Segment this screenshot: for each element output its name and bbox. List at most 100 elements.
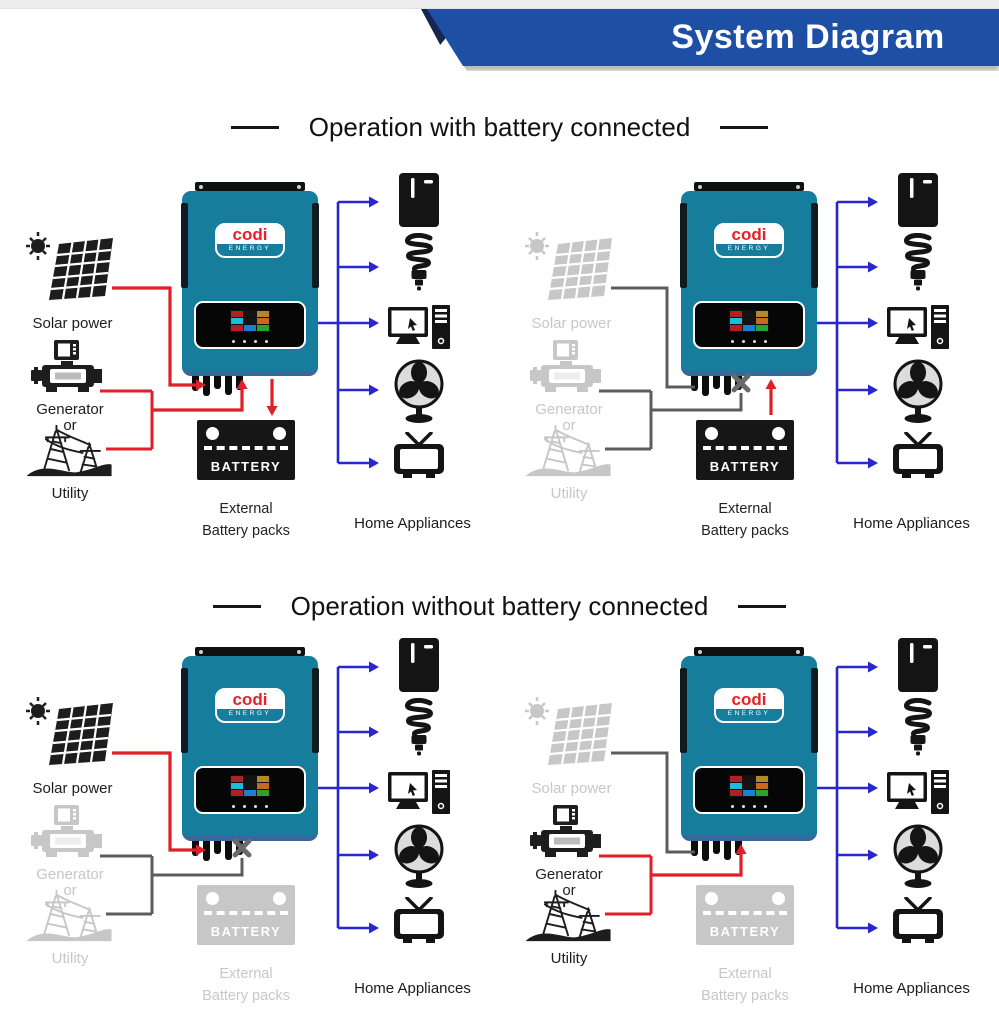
battery-label: BATTERY (709, 459, 781, 474)
lcd-display (194, 301, 306, 349)
lcd-screen (729, 310, 769, 332)
or-label: or (562, 417, 576, 434)
generator-source: Generator or (10, 340, 130, 434)
generator-icon (31, 340, 102, 392)
display-buttons (695, 340, 803, 343)
battery-caption: External Battery packs (675, 963, 815, 1007)
utility-label: Utility (51, 950, 89, 967)
heatsink-fin (312, 668, 319, 753)
battery-icon: BATTERY (696, 885, 794, 945)
battery-caption: External Battery packs (176, 963, 316, 1007)
mounting-bracket (694, 647, 804, 656)
utility-tower-icon (525, 424, 611, 477)
battery-caption-line1: External (718, 501, 772, 517)
generator-icon (31, 805, 102, 857)
battery-caption-line2: Battery packs (701, 988, 789, 1004)
solar-panel-icon (525, 232, 612, 300)
generator-source: Generator or (509, 805, 629, 899)
inverter-body: codi ENERGY (181, 191, 319, 376)
page-top-strip (0, 0, 999, 9)
mounting-bracket (195, 182, 305, 191)
generator-icon (530, 805, 601, 857)
cable-connectors (182, 376, 318, 400)
generator-source: Generator or (509, 340, 629, 434)
battery-caption-line1: External (219, 501, 273, 517)
battery-caption: External Battery packs (176, 498, 316, 542)
home-appliances-label: Home Appliances (354, 980, 471, 997)
diagram-panel-without-battery-solar-power: Solar power (0, 625, 500, 1024)
section-title-without-battery: Operation without battery connected (0, 591, 999, 622)
battery-icon: BATTERY (696, 420, 794, 480)
or-label: or (562, 882, 576, 899)
battery-terminal (273, 427, 286, 440)
home-appliances-column (388, 170, 450, 505)
home-appliances-column (388, 635, 450, 970)
battery-terminal (206, 427, 219, 440)
brand-subname: ENERGY (228, 245, 272, 252)
brand-name: codi (716, 225, 782, 244)
inverter-unit: codi ENERGY (680, 182, 818, 400)
inverter-body: codi ENERGY (181, 656, 319, 841)
generator-source: Generator or (10, 805, 130, 899)
diagram-panel-without-battery-grid-power: Solar power (499, 625, 999, 1024)
refrigerator-icon (898, 173, 938, 227)
brand-logo: codi ENERGY (215, 223, 285, 258)
battery-terminal (273, 892, 286, 905)
inverter-body: codi ENERGY (680, 191, 818, 376)
cfl-bulb-icon (904, 233, 932, 291)
heatsink-fin (811, 203, 818, 288)
battery-dashes (204, 911, 288, 915)
mounting-bracket (195, 647, 305, 656)
solar-power-source: Solar power (10, 695, 135, 797)
battery-label: BATTERY (210, 459, 282, 474)
battery-caption-line1: External (219, 966, 273, 982)
title-dash (738, 605, 787, 608)
home-appliances-label: Home Appliances (853, 515, 970, 532)
heatsink-fin (811, 668, 818, 753)
battery-label: BATTERY (210, 924, 282, 939)
battery-terminal (705, 892, 718, 905)
solar-power-label: Solar power (531, 315, 612, 332)
generator-label: Generator (535, 866, 603, 883)
battery-caption-line2: Battery packs (202, 523, 290, 539)
battery-caption-line1: External (718, 966, 772, 982)
home-appliances-column (887, 635, 949, 970)
battery-icon: BATTERY (197, 885, 295, 945)
inverter-unit: codi ENERGY (680, 647, 818, 865)
title-dash (230, 126, 279, 129)
title-dash (720, 126, 769, 129)
brand-subname: ENERGY (727, 245, 771, 252)
heatsink-fin (680, 668, 687, 753)
home-appliances-column (887, 170, 949, 505)
heatsink-fin (312, 203, 319, 288)
battery-terminal (206, 892, 219, 905)
utility-label: Utility (550, 950, 588, 967)
external-battery: BATTERY External Battery packs (675, 885, 815, 1007)
cable-connectors (681, 376, 817, 400)
inverter-unit: codi ENERGY (181, 647, 319, 865)
mounting-bracket (694, 182, 804, 191)
fan-icon (893, 359, 943, 423)
battery-dashes (204, 446, 288, 450)
battery-caption-line2: Battery packs (701, 523, 789, 539)
computer-icon (887, 770, 949, 814)
external-battery: BATTERY External Battery packs (176, 885, 316, 1007)
diagram-panel-with-battery-backup-mode: Solar power (499, 160, 999, 570)
display-buttons (196, 805, 304, 808)
solar-power-label: Solar power (32, 780, 113, 797)
computer-icon (388, 770, 450, 814)
solar-panel-icon (26, 697, 113, 765)
utility-tower-icon (26, 889, 112, 942)
section-title-text: Operation with battery connected (308, 112, 691, 142)
battery-icon: BATTERY (197, 420, 295, 480)
external-battery: BATTERY External Battery packs (675, 420, 815, 542)
home-appliances-label: Home Appliances (354, 515, 471, 532)
battery-terminal (705, 427, 718, 440)
solar-power-source: Solar power (509, 230, 634, 332)
solar-power-label: Solar power (32, 315, 113, 332)
heatsink-fin (181, 203, 188, 288)
battery-dashes (703, 446, 787, 450)
battery-caption-line2: Battery packs (202, 988, 290, 1004)
solar-panel-icon (525, 697, 612, 765)
display-buttons (695, 805, 803, 808)
